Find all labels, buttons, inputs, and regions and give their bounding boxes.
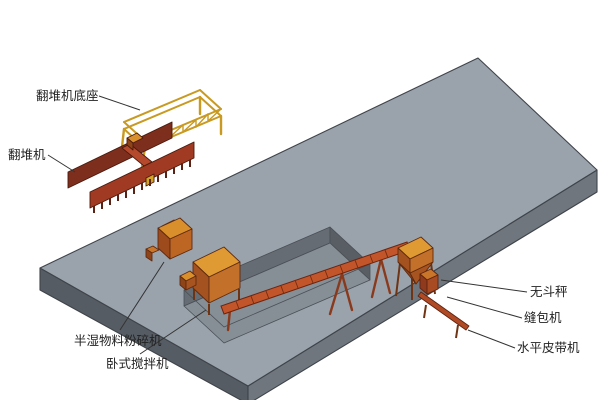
- leader-mixer: [139, 309, 207, 355]
- leader-scale: [440, 279, 528, 293]
- horizontal-belt-legs: [423, 304, 459, 339]
- turner-rotor-teeth: [93, 160, 191, 213]
- platform: [39, 57, 598, 400]
- compost-turner: [67, 121, 195, 213]
- leader-turner-base: [98, 95, 141, 111]
- label-turner-base: 翻堆机底座: [36, 88, 99, 103]
- bagging-station: [417, 268, 470, 339]
- label-crusher: 半湿物料粉碎机: [74, 333, 162, 348]
- platform-top-face: [39, 57, 598, 387]
- mixer-south-face: [208, 261, 241, 304]
- crusher-motor-front: [145, 248, 153, 262]
- leader-belt: [467, 329, 516, 349]
- label-mixer: 卧式搅拌机: [106, 356, 169, 371]
- label-belt: 水平皮带机: [517, 341, 580, 355]
- conveyor-supports: [226, 257, 392, 332]
- horizontal-mixer: [179, 246, 241, 315]
- semi-wet-material-crusher: [145, 217, 193, 262]
- hopper-south-face: [409, 247, 434, 274]
- labels: 翻堆机底座 翻堆机 半湿物料粉碎机 卧式搅拌机 无斗秤 缝包机 水平皮带机: [8, 88, 580, 371]
- sewing-machine-south: [426, 274, 439, 295]
- label-turner: 翻堆机: [8, 148, 46, 162]
- leader-lines: [47, 95, 528, 355]
- inclined-belt-conveyor: [220, 241, 411, 332]
- horizontal-belt-conveyor: [417, 291, 470, 331]
- leader-turner: [47, 154, 76, 173]
- mixer-motor-south: [185, 275, 197, 291]
- leader-sewing: [446, 296, 523, 319]
- label-scale: 无斗秤: [530, 285, 568, 299]
- turner-motor-front: [126, 137, 134, 151]
- pit-rim-edge: [183, 263, 371, 328]
- mixer-legs: [193, 289, 240, 315]
- label-sewing: 缝包机: [524, 310, 562, 325]
- leader-crusher: [119, 261, 165, 331]
- conveyor-truss-lattice: [235, 249, 389, 310]
- turner-near-rail: [89, 141, 195, 209]
- crusher-south-face: [169, 228, 193, 260]
